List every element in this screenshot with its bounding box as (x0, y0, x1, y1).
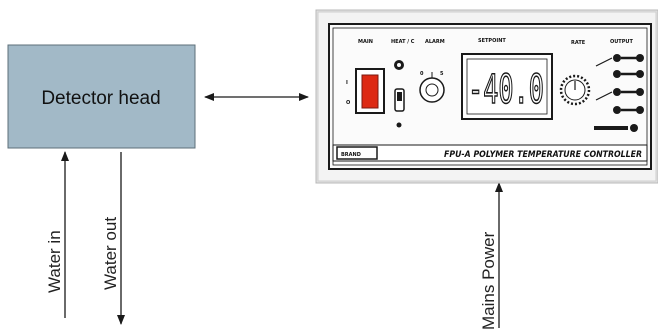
svg-text:5: 5 (440, 71, 444, 77)
setpoint-label: SETPOINT (478, 38, 506, 44)
water-out-label: Water out (101, 217, 120, 290)
detector-head-label: Detector head (41, 88, 160, 109)
output-connectors[interactable] (594, 54, 644, 132)
heat-cool-toggle[interactable] (394, 60, 405, 128)
rate-knob[interactable] (559, 74, 591, 106)
power-switch-rocker[interactable] (361, 74, 379, 109)
power-switch[interactable]: I O (346, 68, 385, 114)
output-label: OUTPUT (610, 39, 633, 45)
brand-label: BRAND (341, 152, 361, 158)
display-readout: -40.0 (468, 67, 544, 113)
alarm-label: ALARM (425, 39, 445, 45)
svg-text:I: I (346, 80, 348, 86)
svg-text:O: O (346, 100, 350, 106)
setpoint-display: -40.0 (461, 53, 553, 120)
svg-text:0: 0 (420, 71, 424, 77)
heat-cool-label: HEAT / C (391, 39, 415, 45)
alarm-dial[interactable]: 0 5 (419, 71, 445, 103)
power-switch-label: MAIN (358, 39, 373, 45)
temperature-controller: MAIN HEAT / C ALARM SETPOINT RATE OUTPUT… (315, 9, 658, 184)
rate-label: RATE (571, 40, 586, 46)
model-strip: BRAND FPU-A POLYMER TEMPERATURE CONTROLL… (332, 144, 648, 162)
model-label: FPU-A POLYMER TEMPERATURE CONTROLLER (444, 150, 642, 160)
mains-power-label: Mains Power (479, 231, 498, 330)
detector-head: Detector head (7, 44, 196, 149)
water-in-label: Water in (45, 230, 64, 293)
detector-head-box (7, 44, 196, 149)
